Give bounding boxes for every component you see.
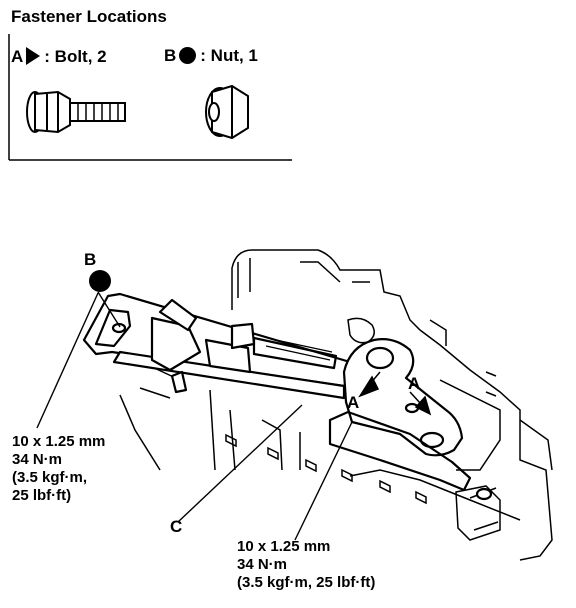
- legend-a-text: : Bolt, 2: [44, 46, 107, 66]
- legend-b-text: : Nut, 1: [200, 46, 258, 65]
- torque-spec-bolt: 10 x 1.25 mm 34 N·m (3.5 kgf·m, 25 lbf·f…: [237, 538, 375, 592]
- torque-right-line3: (3.5 kgf·m, 25 lbf·ft): [237, 574, 376, 591]
- torque-right-line2: 34 N·m: [237, 556, 288, 573]
- nut-b-marker: [89, 270, 111, 292]
- legend-item-bolt: A : Bolt, 2: [11, 47, 107, 65]
- torque-spec-nut: 10 x 1.25 mm 34 N·m (3.5 kgf·m, 25 lbf·f…: [12, 433, 105, 505]
- callout-a-left: A: [347, 393, 360, 412]
- legend-item-nut: B : Nut, 1: [164, 47, 258, 64]
- torque-right-line1: 10 x 1.25 mm: [237, 538, 331, 555]
- bolt-icon: [26, 90, 126, 134]
- legend-box: [8, 34, 292, 161]
- leader-lines: [36, 291, 353, 541]
- callout-c: C: [170, 517, 183, 536]
- triangle-icon: [23, 47, 44, 65]
- callout-a-right: A: [408, 374, 421, 393]
- dot-icon: [176, 47, 200, 64]
- engine-housing: [119, 249, 553, 561]
- callout-b: B: [84, 250, 97, 269]
- legend-title: Fastener Locations: [11, 7, 167, 26]
- torque-left-line3: (3.5 kgf·m,: [12, 469, 88, 486]
- torque-left-line4: 25 lbf·ft): [12, 487, 72, 504]
- torque-left-line2: 34 N·m: [12, 451, 63, 468]
- torque-left-line1: 10 x 1.25 mm: [12, 433, 106, 450]
- nut-icon: [205, 84, 249, 140]
- legend-b-letter: B: [164, 46, 177, 65]
- bolt-a-arrows: [358, 371, 432, 416]
- legend-a-letter: A: [11, 46, 24, 66]
- bracket-c: [82, 292, 493, 501]
